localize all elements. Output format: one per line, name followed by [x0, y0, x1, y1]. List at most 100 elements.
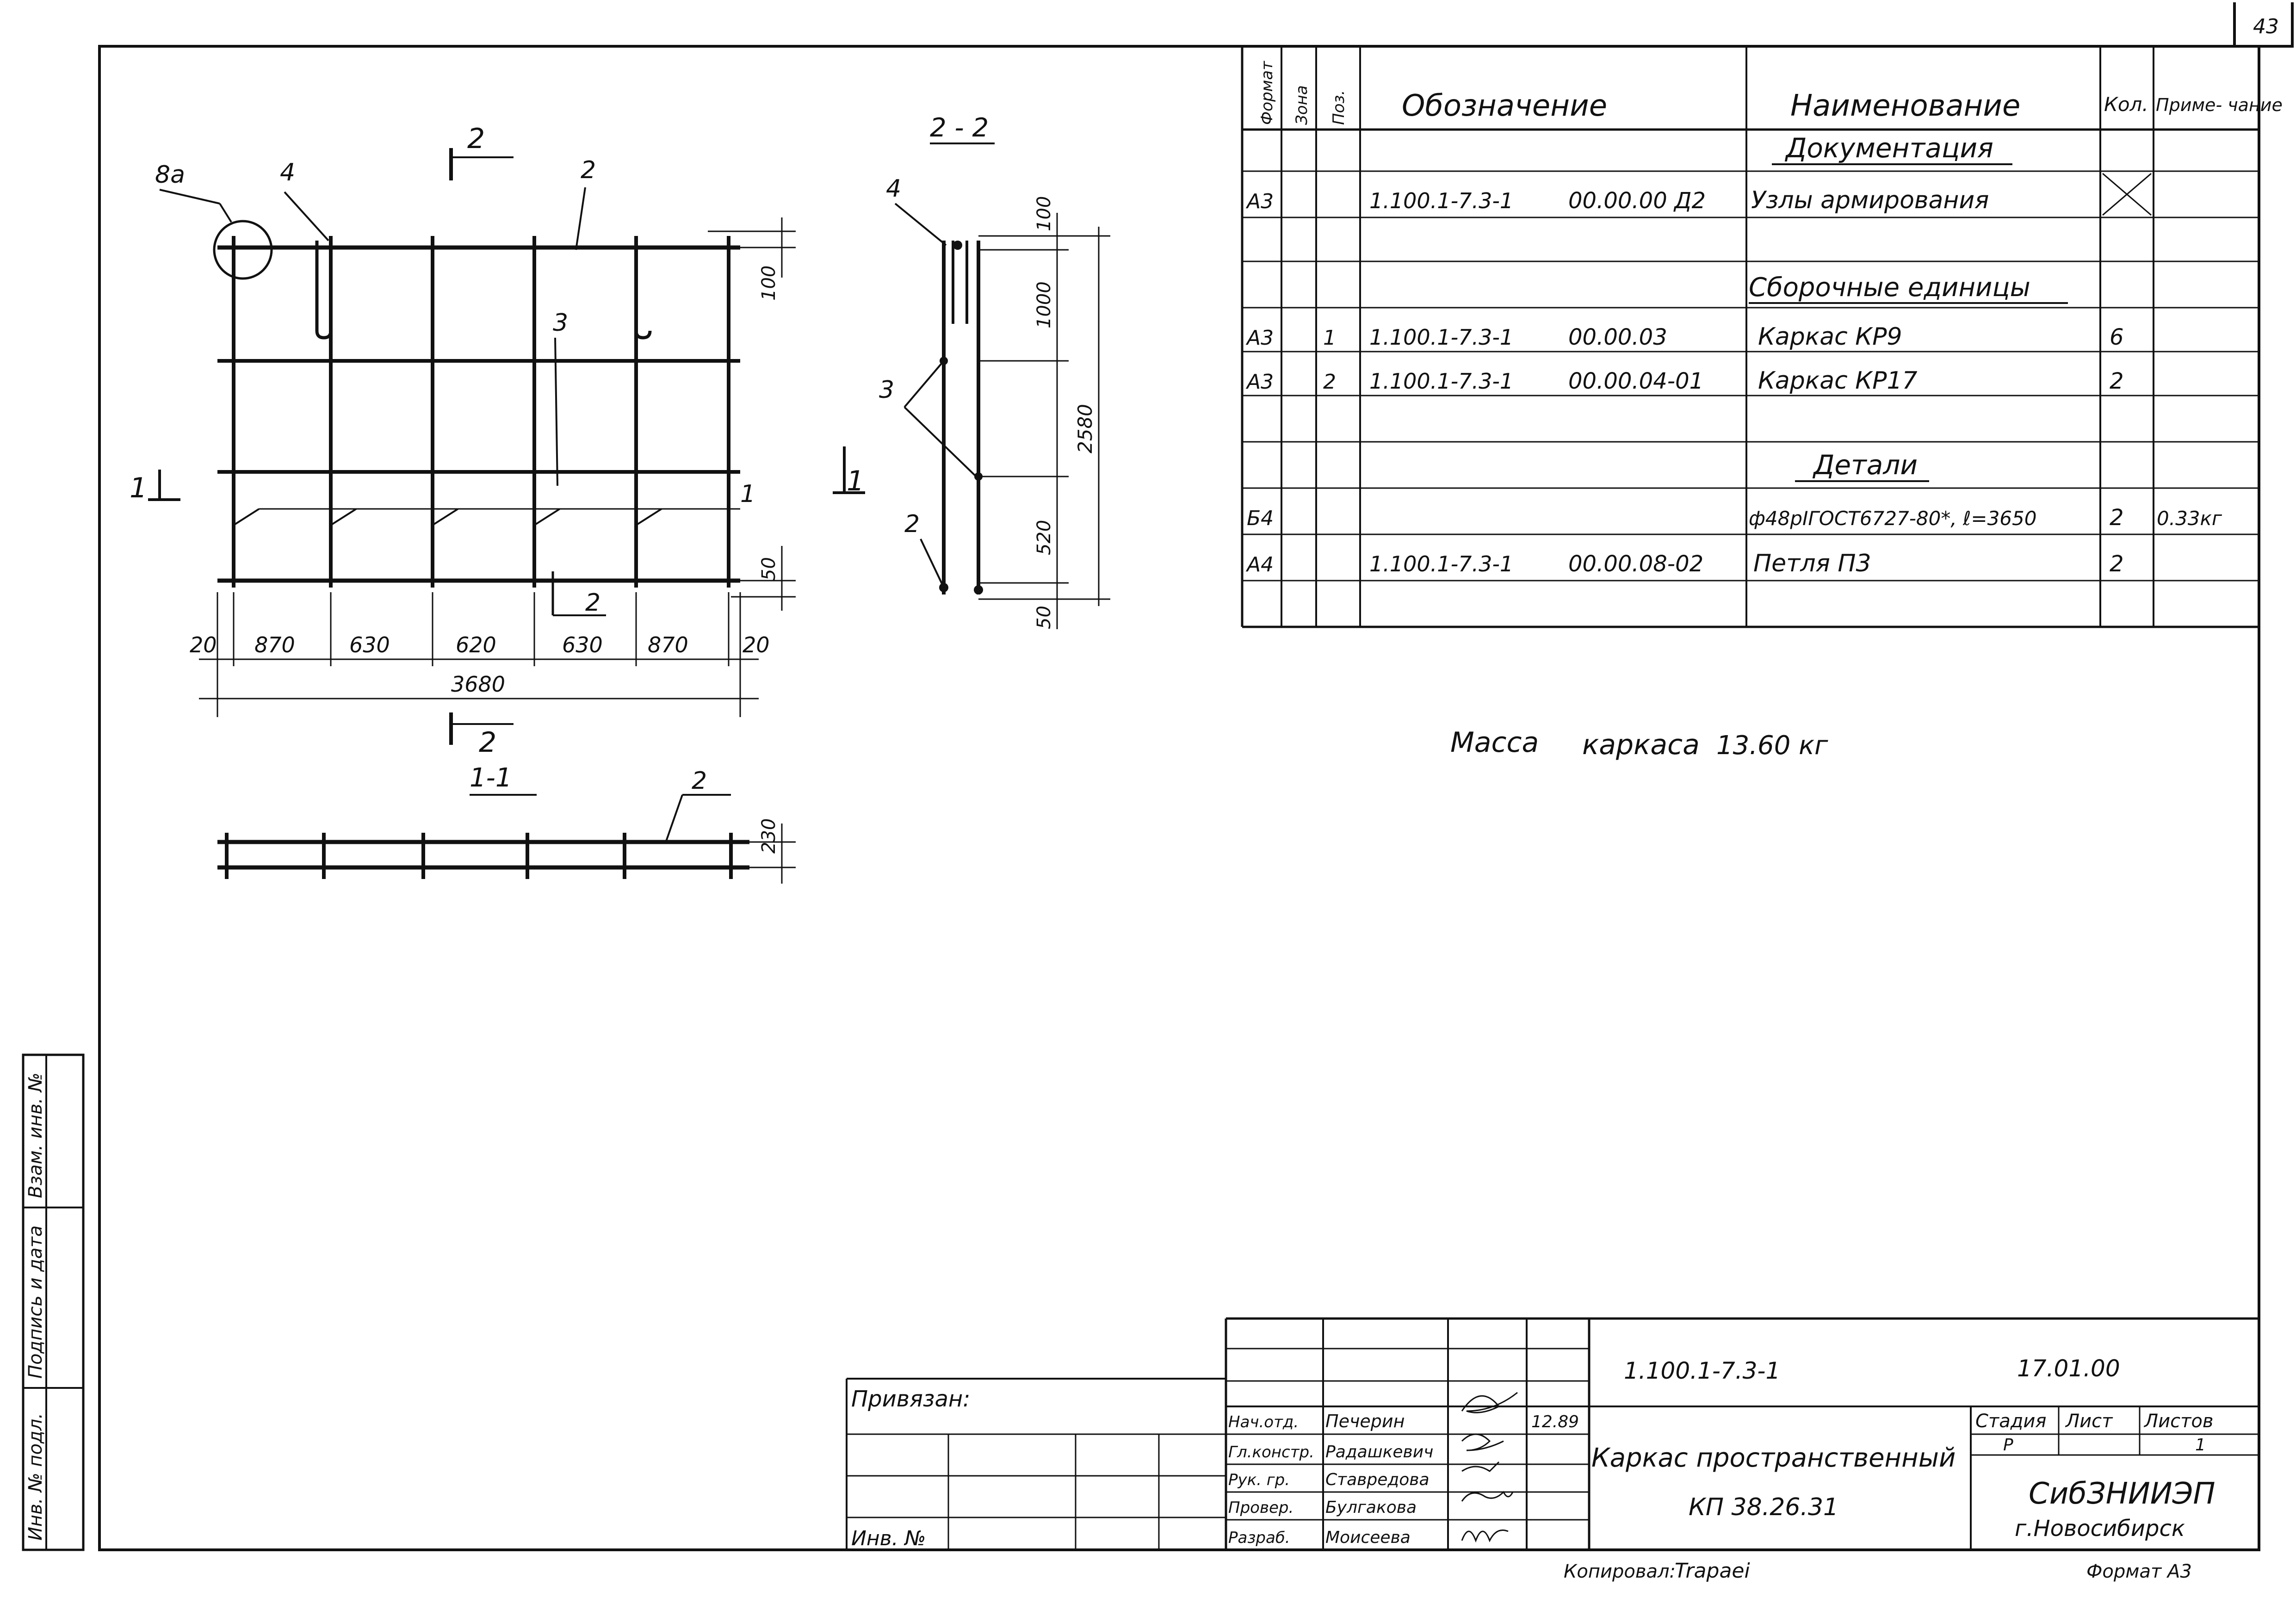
mass-value: 13.60 кг	[1716, 731, 1828, 761]
row4-code: 00.00.08-02	[1568, 551, 1703, 577]
signature-4	[1461, 1491, 1514, 1502]
format-label: Формат А3	[2086, 1561, 2192, 1582]
section-1-1-title: 1-1	[470, 763, 512, 793]
binding-box	[846, 1378, 1226, 1550]
callout-2-section11: 2	[692, 767, 707, 795]
sheet-number: 43	[2253, 15, 2279, 38]
row4-qty: 2	[2110, 551, 2124, 577]
row3-format: Б4	[1247, 507, 1274, 530]
binding-label: Привязан:	[851, 1386, 970, 1412]
cut-mark-1-right: 1	[847, 465, 864, 497]
callout-3-section22: 3	[879, 376, 894, 404]
plan-view	[148, 148, 796, 745]
row0-code: 00.00.00 Д2	[1568, 188, 1706, 214]
dim-630-left: 630	[349, 632, 390, 657]
row3-name: ф48рIГОСТ6727-80*, ℓ=3650	[1749, 507, 2036, 530]
dim-2580-s22: 2580	[1074, 404, 1096, 453]
callout-8a: 8а	[155, 161, 185, 189]
callout-4-section22: 4	[886, 175, 901, 203]
row4-name: Петля П3	[1753, 550, 1871, 577]
row2-format: А3	[1245, 370, 1274, 394]
dim-100-plan: 100	[758, 266, 780, 301]
row2-pos: 2	[1323, 370, 1336, 394]
callout-1-plan: 1	[740, 480, 755, 508]
row2-code: 00.00.04-01	[1568, 368, 1703, 394]
hdr-designation: Обозначение	[1402, 89, 1607, 123]
tb-role-1: Гл.констр.	[1228, 1443, 1314, 1461]
tb-date-code: 17.01.00	[2017, 1355, 2120, 1382]
dim-870-left: 870	[254, 632, 295, 657]
section-documentation: Документация	[1784, 132, 1993, 164]
section-2-2-title: 2 - 2	[930, 113, 989, 143]
strip-signature-date: Подпись и дата	[25, 1226, 46, 1379]
signature-2	[1461, 1433, 1504, 1451]
callout-2-section22: 2	[904, 510, 920, 538]
row3-qty: 2	[2110, 505, 2124, 531]
tb-person-3: Булгакова	[1325, 1498, 1417, 1517]
tb-city: г.Новосибирск	[2015, 1516, 2185, 1542]
copied-label: Копировал:	[1564, 1561, 1676, 1582]
section-details: Детали	[1812, 449, 1918, 481]
tb-doc-code: 1.100.1-7.3-1	[1624, 1357, 1780, 1384]
row3-note: 0.33кг	[2157, 507, 2222, 530]
row0-format: А3	[1245, 190, 1274, 213]
callout-2-cut: 2	[585, 589, 600, 617]
signature-5	[1461, 1529, 1509, 1543]
tb-person-1: Радашкевич	[1325, 1443, 1433, 1461]
callout-3: 3	[553, 309, 568, 337]
tb-sheet-label: Лист	[2065, 1411, 2113, 1432]
callout-2-top: 2	[581, 156, 596, 184]
cut-mark-1-left: 1	[130, 472, 147, 504]
cut-mark-2-top: 2	[467, 123, 485, 155]
row4-format: А4	[1245, 553, 1274, 576]
tb-role-4: Разраб.	[1228, 1529, 1290, 1547]
dim-870-right: 870	[648, 632, 688, 657]
dim-630-right: 630	[562, 632, 603, 657]
callout-4: 4	[280, 159, 295, 186]
dim-1000-s22: 1000	[1034, 281, 1055, 328]
binding-inv-label: Инв. №	[851, 1527, 926, 1550]
tb-person-4: Моисеева	[1325, 1528, 1411, 1547]
row1-format: А3	[1245, 326, 1274, 350]
row1-doc: 1.100.1-7.3-1	[1369, 325, 1513, 350]
dim-50-plan: 50	[758, 557, 780, 581]
tb-role-3: Провер.	[1228, 1498, 1293, 1517]
row0-name: Узлы армирования	[1751, 186, 1989, 214]
hdr-name: Наименование	[1790, 89, 2020, 123]
spec-table	[1241, 46, 2259, 628]
tb-stage-value: Р	[2003, 1436, 2013, 1455]
signature-1	[1461, 1392, 1518, 1413]
row1-name: Каркас КР9	[1758, 323, 1902, 351]
strip-inv-podl: Инв. № подл.	[25, 1413, 46, 1541]
row2-name: Каркас КР17	[1758, 367, 1918, 395]
tb-stage-label: Стадия	[1975, 1411, 2046, 1432]
row1-pos: 1	[1323, 326, 1336, 350]
strip-vzam-inv: Взам. инв. №	[25, 1072, 46, 1198]
dim-20-right: 20	[743, 632, 770, 657]
dim-100-s22: 100	[1034, 196, 1055, 231]
row0-doc: 1.100.1-7.3-1	[1369, 188, 1513, 213]
tb-sheets-label: Листов	[2143, 1411, 2213, 1432]
hdr-format: Формат	[1258, 61, 1276, 125]
cut-mark-2-bottom: 2	[479, 726, 496, 759]
tb-role-2: Рук. гр.	[1228, 1471, 1290, 1489]
row2-qty: 2	[2110, 368, 2124, 394]
dim-230: 230	[758, 818, 780, 854]
dim-50-s22: 50	[1034, 606, 1055, 629]
tb-date: 12.89	[1531, 1412, 1579, 1431]
tb-person-2: Ставредова	[1325, 1470, 1430, 1489]
tb-object-name: Каркас пространственный	[1591, 1443, 1956, 1473]
dim-3680: 3680	[451, 672, 505, 697]
hdr-zone: Зона	[1293, 85, 1311, 125]
sheet-number-box	[2233, 2, 2294, 48]
row4-doc: 1.100.1-7.3-1	[1369, 551, 1513, 576]
dim-620: 620	[456, 632, 496, 657]
mass-label: Масса	[1450, 726, 1539, 759]
copied-signature: Trapaei	[1675, 1559, 1750, 1583]
title-block	[1225, 1317, 2259, 1550]
hdr-qty: Кол.	[2104, 93, 2148, 116]
sheet-frame	[98, 45, 2260, 1551]
section-1-1	[217, 794, 796, 884]
tb-org: СибЗНИИЭП	[2029, 1477, 2215, 1511]
